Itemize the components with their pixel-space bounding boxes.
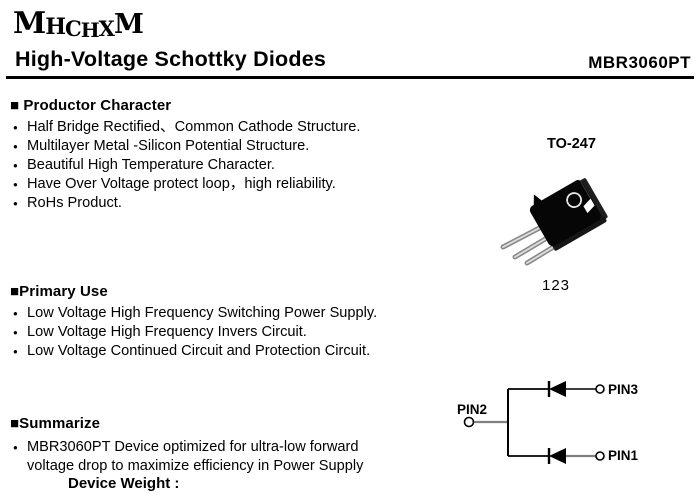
section-heading: ■Primary Use: [10, 283, 108, 300]
list-item: Multilayer Metal -Silicon Potential Stru…: [10, 137, 440, 156]
diode-bottom: [549, 448, 566, 464]
diode-top: [549, 381, 566, 397]
list-item: Have Over Voltage protect loop，high reli…: [10, 175, 440, 194]
package-body: [529, 178, 608, 251]
section-summarize: ■Summarize MBR3060PT Device optimized fo…: [10, 415, 410, 494]
pin-numbers-caption: 123: [542, 277, 571, 294]
pin1-label: PIN1: [608, 448, 639, 463]
bullet-list: Low Voltage High Frequency Switching Pow…: [10, 304, 440, 361]
part-number: MBR3060PT: [588, 53, 691, 72]
section-heading: ■ Productor Character: [10, 97, 172, 114]
list-item: Low Voltage High Frequency Invers Circui…: [10, 323, 440, 342]
logo-letter: X: [98, 16, 115, 41]
pin2-label: PIN2: [457, 402, 488, 417]
bullet-list: Half Bridge Rectified、Common Cathode Str…: [10, 118, 440, 213]
section-primary-use: ■Primary Use Low Voltage High Frequency …: [10, 283, 440, 361]
logo-letter: H: [80, 18, 100, 42]
list-item: RoHs Product.: [10, 194, 440, 213]
logo-letter: M: [113, 9, 144, 40]
header-divider: [6, 76, 694, 79]
logo-letter: H: [45, 14, 66, 40]
device-weight-label: Device Weight :: [68, 475, 180, 492]
to247-package-image: [500, 178, 608, 266]
logo-letter: C: [65, 16, 82, 41]
logo-letter: M: [13, 6, 46, 41]
pin3-terminal: [595, 384, 605, 394]
section-heading: ■Summarize: [10, 415, 101, 432]
pin2-terminal: [463, 416, 475, 428]
body-notch: [583, 198, 595, 214]
mounting-hole: [566, 192, 583, 208]
list-item: Beautiful High Temperature Character.: [10, 156, 440, 175]
list-item: MBR3060PT Device optimized for ultra-low…: [10, 438, 405, 475]
pin3-label: PIN3: [608, 382, 639, 397]
package-type-label: TO-247: [547, 136, 596, 152]
circuit-diagram: [463, 381, 605, 464]
section-productor-character: ■ Productor Character Half Bridge Rectif…: [10, 97, 440, 213]
bullet-list: MBR3060PT Device optimized for ultra-low…: [10, 438, 410, 475]
list-item: Half Bridge Rectified、Common Cathode Str…: [10, 118, 440, 137]
list-item: Low Voltage Continued Circuit and Protec…: [10, 342, 440, 361]
page-title: High-Voltage Schottky Diodes: [15, 47, 327, 71]
list-item: Low Voltage High Frequency Switching Pow…: [10, 304, 440, 323]
pin1-terminal: [595, 451, 605, 461]
